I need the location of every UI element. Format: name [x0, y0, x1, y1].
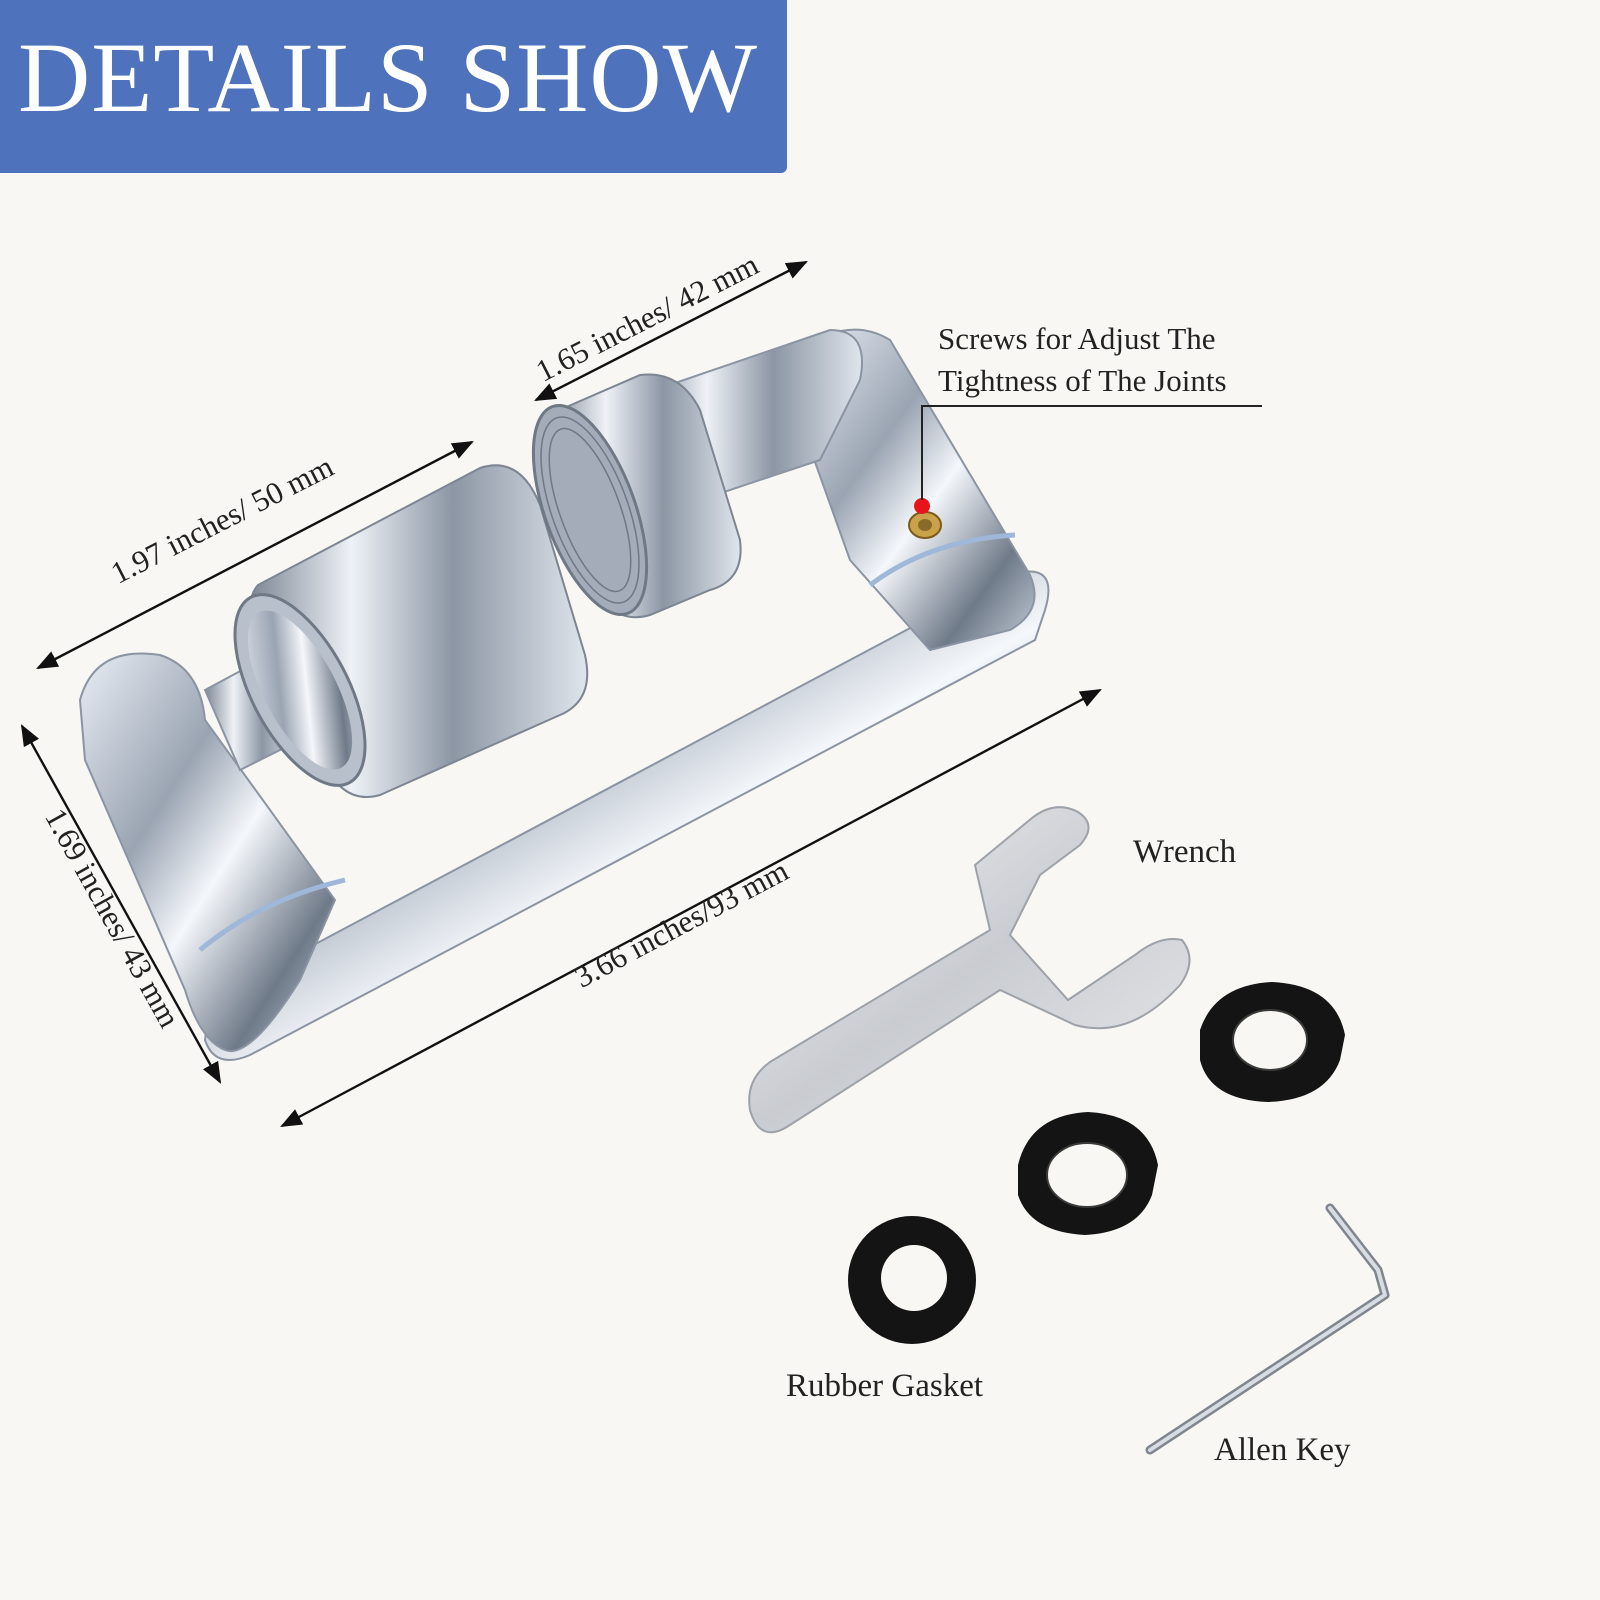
allen-key-icon — [1145, 1203, 1390, 1455]
screw-callout-line-2: Tightness of The Joints — [938, 363, 1227, 398]
dimension-arrows — [20, 260, 1102, 1128]
header-banner: DETAILS SHOW — [0, 0, 787, 173]
rubber-gasket-label: Rubber Gasket — [786, 1368, 984, 1404]
screw-callout-line-1: Screws for Adjust The — [938, 321, 1216, 356]
callout-leader-line — [921, 405, 1262, 500]
threaded-outlet — [531, 373, 742, 619]
allen-key-label: Allen Key — [1214, 1432, 1351, 1468]
wrench-icon — [748, 806, 1191, 1134]
screw-callout: Screws for Adjust The Tightness of The J… — [938, 318, 1227, 402]
aerator-cylinder — [233, 464, 589, 798]
wrench-label: Wrench — [1133, 834, 1237, 870]
screw-marker-dot — [914, 498, 930, 514]
adjust-screw — [908, 511, 942, 539]
rubber-gasket-icon — [848, 982, 1345, 1344]
banner-title: DETAILS SHOW — [18, 22, 759, 133]
